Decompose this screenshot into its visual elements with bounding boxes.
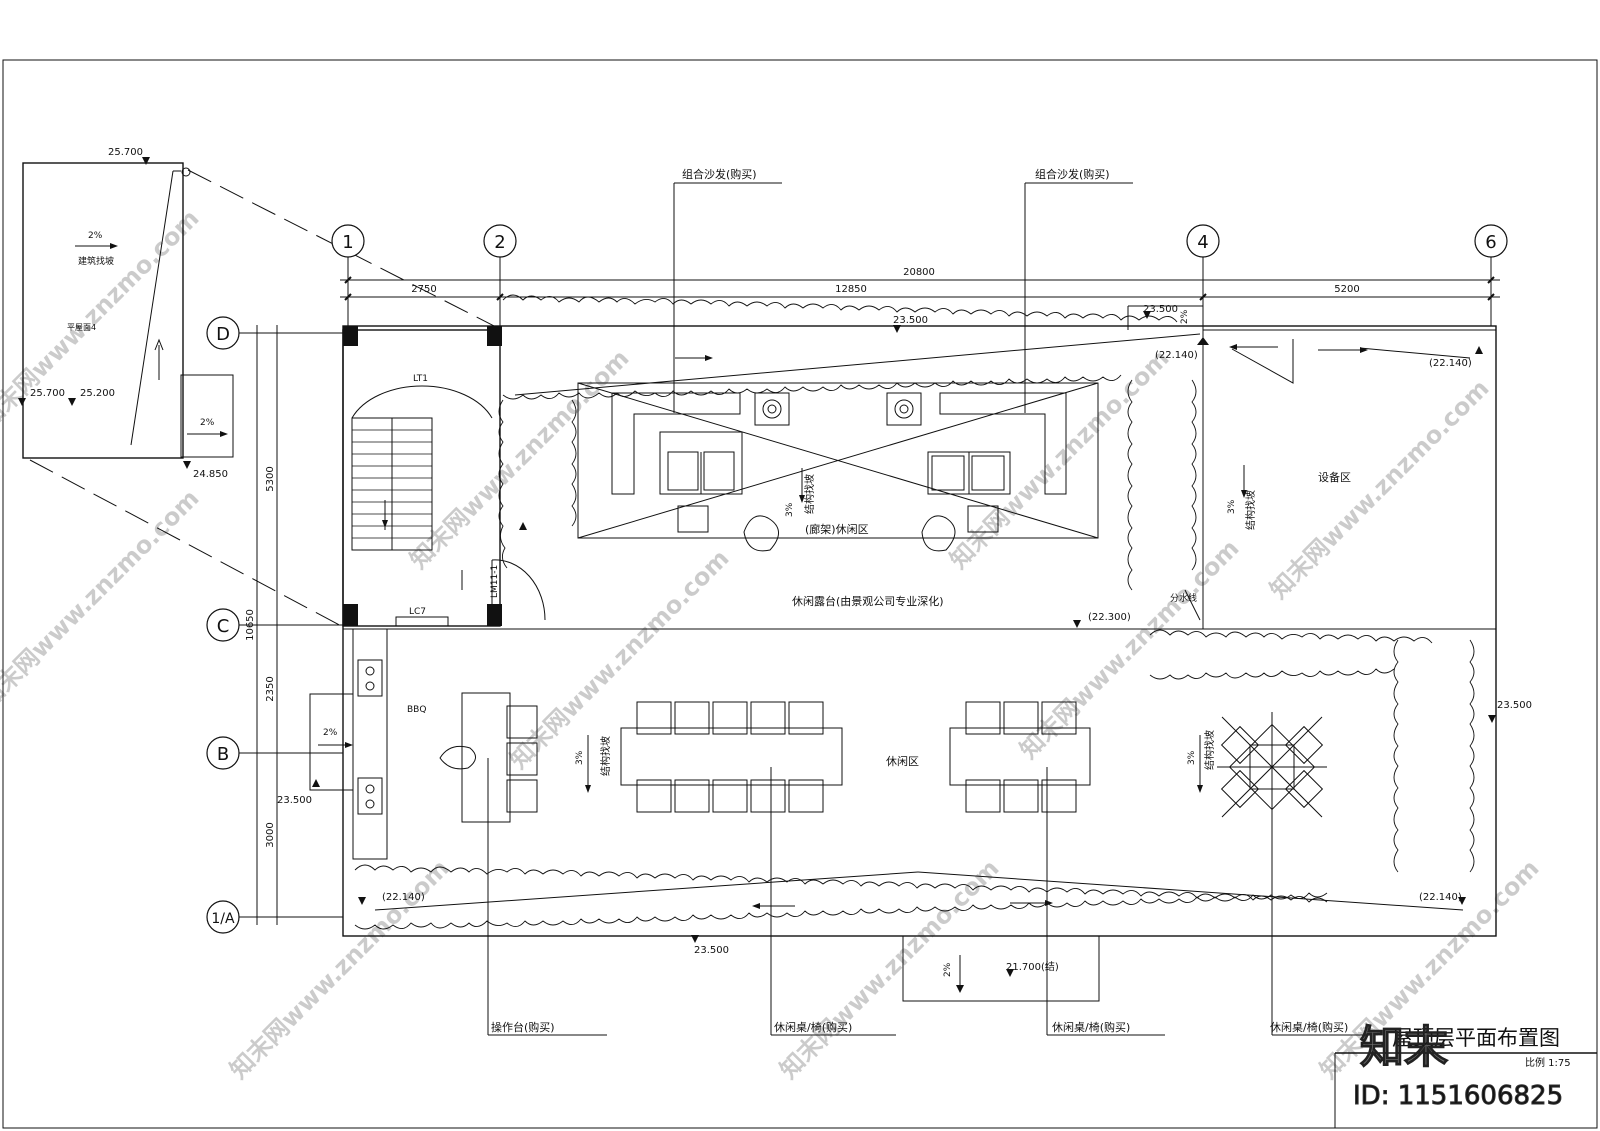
watermark-diagonal: 知末网www.znzmo.com — [224, 854, 454, 1084]
watermark-diagonal: 知末网www.znzmo.com — [1014, 534, 1244, 764]
axis-2: 2 — [494, 232, 505, 253]
watermark-diagonal: 知末网www.znzmo.com — [404, 344, 634, 574]
watermark-diagonal: 知末网www.znzmo.com — [0, 204, 205, 434]
label-pct-d: 2% — [1180, 309, 1190, 324]
dim-v-total: 10650 — [245, 609, 256, 641]
dim-seg-3: 5200 — [1334, 284, 1359, 295]
elev-annex: 21.700(结) — [1006, 960, 1059, 973]
inset-detail — [22, 162, 184, 459]
label-drain: 分水线 — [1170, 592, 1197, 604]
label-lt1: LT1 — [413, 374, 428, 384]
dim-v-2: 2350 — [265, 676, 276, 701]
watermark-diagonal: 知末网www.znzmo.com — [0, 484, 205, 714]
label-slope-a: 结构找坡 — [803, 474, 816, 514]
label-leisure: 休闲区 — [886, 754, 919, 768]
drawing-title: 屋顶层平面布置图 — [1392, 1026, 1560, 1050]
drawing-scale: 比例 1:75 — [1525, 1056, 1571, 1069]
dim-seg-2: 12850 — [835, 284, 867, 295]
elev-top-b: 23.500 — [893, 315, 928, 326]
label-slope-b: 结构找坡 — [1244, 490, 1257, 530]
axis-B: B — [217, 744, 229, 765]
pergola — [577, 382, 1099, 539]
watermark-diagonal: 知末网www.znzmo.com — [944, 344, 1174, 574]
label-sofa-2: 组合沙发(购买) — [1035, 167, 1110, 181]
dining-table-2 — [949, 727, 1091, 786]
dim-total: 20800 — [903, 267, 935, 278]
dining-table-1 — [620, 727, 843, 786]
label-pct-b: 2% — [323, 728, 338, 738]
label-table-3: 休闲桌/椅(购买) — [1270, 1020, 1348, 1034]
label-inset-slope: 建筑找坡 — [78, 255, 114, 267]
elev-inset-top: 25.700 — [108, 147, 143, 158]
label-table-1: 休闲桌/椅(购买) — [774, 1020, 852, 1034]
elev-inset-mid: 25.200 — [80, 388, 115, 399]
axis-C: C — [217, 616, 230, 637]
elev-bottom-left: (22.140) — [382, 892, 425, 903]
dim-v-1: 5300 — [265, 466, 276, 491]
label-pergola-zone: (廊架)休闲区 — [805, 522, 869, 536]
label-pct-a: 2% — [200, 418, 215, 428]
elev-top-a: 23.500 — [1143, 304, 1178, 315]
label-pct3-c: 3% — [575, 750, 585, 765]
axis-A: 1/A — [211, 911, 235, 927]
axis-6: 6 — [1485, 232, 1496, 253]
watermark-diagonal: 知末网www.znzmo.com — [504, 544, 734, 774]
watermark-id: ID: 1151606825 — [1353, 1081, 1563, 1111]
label-pct3-b: 3% — [1227, 499, 1237, 514]
elev-top-c: (22.140) — [1155, 350, 1198, 361]
label-lc7: LC7 — [409, 607, 426, 617]
label-sofa-1: 组合沙发(购买) — [682, 167, 757, 181]
label-pct3-a: 3% — [785, 502, 795, 517]
label-lm: LM11-1 — [490, 565, 500, 598]
dim-v-3: 3000 — [265, 822, 276, 847]
elev-top-d: (22.140) — [1429, 358, 1472, 369]
label-pct-c: 2% — [943, 962, 953, 977]
axis-4: 4 — [1197, 232, 1208, 253]
label-slope-c: 结构找坡 — [599, 736, 612, 776]
label-inset-note: 平屋面4 — [67, 323, 96, 332]
label-table-2: 休闲桌/椅(购买) — [1052, 1020, 1130, 1034]
sheet-border — [2, 59, 1598, 1129]
label-op-table: 操作台(购买) — [491, 1020, 555, 1034]
watermark-diagonal: 知末网www.znzmo.com — [774, 854, 1004, 1084]
dim-seg-1: 2750 — [411, 284, 436, 295]
elev-inset-left: 25.700 — [30, 388, 65, 399]
axis-1: 1 — [342, 232, 353, 253]
elev-left: 23.500 — [277, 795, 312, 806]
elev-bottom: 23.500 — [694, 945, 729, 956]
operating-table — [461, 692, 511, 823]
axis-D: D — [216, 324, 230, 345]
watermark-logo: 知末 — [1360, 1022, 1448, 1073]
watermark-diagonal: 知末网www.znzmo.com — [1264, 374, 1494, 604]
building-outline — [342, 325, 1497, 937]
elev-bottom-right: (22.140) — [1419, 892, 1462, 903]
elev-right: 23.500 — [1497, 700, 1532, 711]
label-inset-pct: 2% — [88, 231, 103, 241]
elev-terrace: (22.300) — [1088, 612, 1131, 623]
label-terrace: 休闲露台(由景观公司专业深化) — [792, 594, 944, 608]
label-slope-d: 结构找坡 — [1203, 730, 1216, 770]
label-equipment: 设备区 — [1318, 470, 1351, 484]
label-pct3-d: 3% — [1187, 750, 1197, 765]
label-bbq: BBQ — [407, 705, 426, 715]
elev-inset-bottom: 24.850 — [193, 469, 228, 480]
